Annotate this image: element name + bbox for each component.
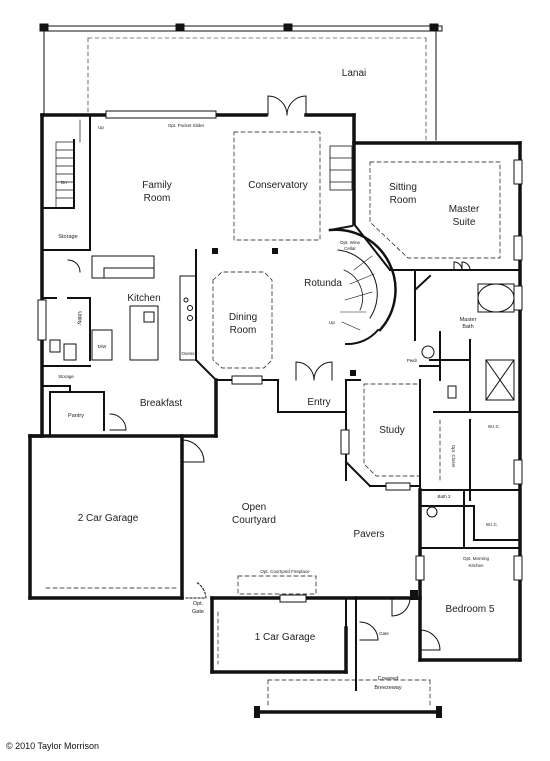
label-covered-breezeway: Covered [378, 676, 399, 682]
note-opt-closet: Opt. Closet [451, 445, 456, 468]
label-breakfast: Breakfast [140, 398, 182, 409]
label-two-car-garage: 2 Car Garage [78, 513, 139, 524]
label-entry: Entry [307, 397, 330, 408]
label-covered-breezeway-2: Breezeway [374, 685, 401, 691]
exterior-walls [28, 113, 522, 714]
label-open-courtyard-2: Courtyard [232, 515, 276, 526]
label-wic-2: W.I.C. [486, 522, 498, 527]
label-master-bath: Master [460, 317, 477, 323]
doors [67, 95, 471, 651]
label-study: Study [379, 425, 405, 436]
note-ovens: Ovens [181, 351, 195, 356]
lanai-area [39, 23, 443, 141]
label-storage-small: Storage [58, 374, 74, 379]
dashed-outlines [45, 131, 501, 709]
label-master-suite-2: Suite [453, 217, 476, 228]
label-family-room-2: Room [144, 193, 171, 204]
label-conservatory: Conservatory [248, 180, 307, 191]
label-master-suite: Master [449, 204, 480, 215]
label-open-courtyard: Open [242, 502, 266, 513]
label-kitchen: Kitchen [127, 293, 160, 304]
label-sitting-room: Sitting [389, 182, 417, 193]
note-opt-gate: Opt. [193, 601, 204, 607]
label-utility: Utility [76, 311, 82, 325]
label-lanai: Lanai [342, 68, 366, 79]
note-opt-gate-2: Gate [192, 609, 204, 615]
columns [212, 248, 442, 718]
note-opt-morning-kitchen: Opt. Morning [463, 556, 490, 561]
label-master-bath-2: Bath [462, 324, 473, 330]
label-wic: W.I.C. [488, 424, 500, 429]
label-bath-2: Bath 2 [437, 494, 451, 499]
label-sitting-room-2: Room [390, 195, 417, 206]
conservatory-fixture [329, 145, 353, 191]
note-opt-wine-cellar: Opt. Wine [340, 240, 361, 245]
note-opt-courtyard-fireplace: Opt. Courtyard Fireplace [260, 569, 310, 574]
label-bedroom-5: Bedroom 5 [446, 604, 495, 615]
kitchen-counters [91, 255, 197, 361]
note-up-rotunda: Up [329, 320, 335, 325]
note-opt-wine-cellar-2: Cellar [344, 246, 356, 251]
note-opt-pocket-slider: Opt. Pocket Slider [168, 123, 205, 128]
label-rotunda: Rotunda [304, 278, 342, 289]
note-dw: D/W [98, 344, 108, 349]
note-dn: Dn [61, 180, 67, 185]
room-labels: Lanai Family Room Conservatory Sitting R… [58, 68, 500, 691]
family-room-stair [55, 119, 81, 209]
rotunda-stair [328, 224, 397, 346]
note-opt-morning-kitchen-2: Kitchen [468, 563, 484, 568]
plan-notes: Opt. Pocket Slider Opt. Wine Cellar Up U… [61, 123, 489, 615]
label-dining-room-2: Room [230, 325, 257, 336]
note-up-family: Up [98, 125, 104, 130]
label-pwdr: Pwdr [407, 358, 418, 363]
label-family-room: Family [142, 180, 171, 191]
copyright-text: © 2010 Taylor Morrison [6, 741, 100, 751]
label-storage: Storage [58, 234, 77, 240]
label-pantry: Pantry [68, 413, 84, 419]
label-gate: Gate [379, 631, 389, 636]
bath-fixtures [49, 283, 515, 518]
label-dining-room: Dining [229, 312, 257, 323]
windows [37, 110, 523, 603]
label-pavers: Pavers [353, 529, 384, 540]
label-one-car-garage: 1 Car Garage [255, 632, 316, 643]
